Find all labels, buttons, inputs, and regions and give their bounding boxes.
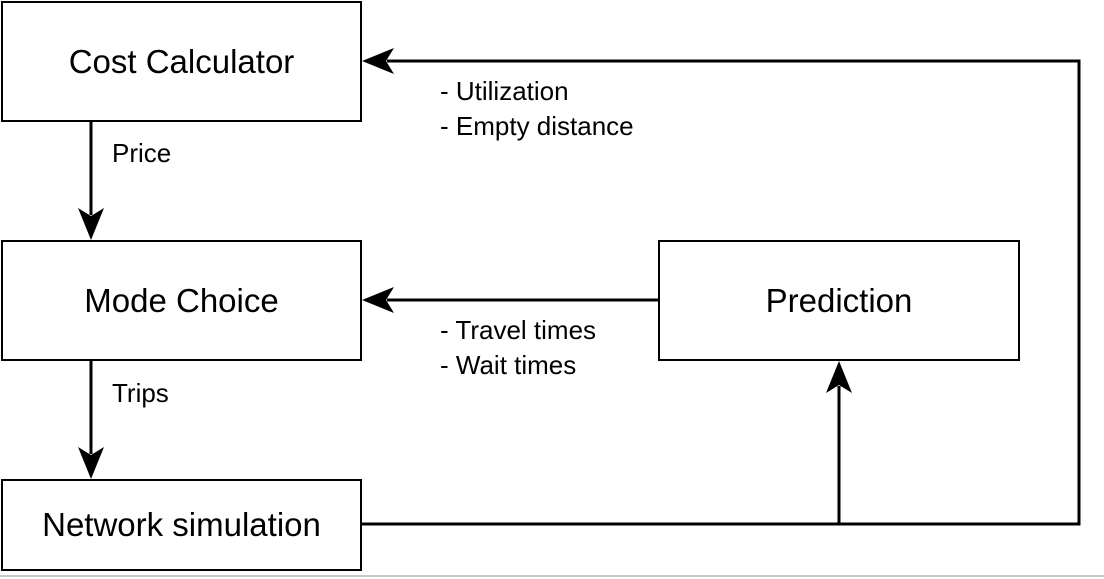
feedback-item-utilization: - Utilization	[440, 76, 569, 106]
edge-mode-to-network	[78, 361, 104, 479]
edge-network-to-cost	[362, 48, 1081, 526]
edge-cost-to-mode	[78, 122, 104, 240]
arrowhead-down-network	[78, 447, 104, 479]
prediction-label: Prediction	[765, 281, 913, 319]
edge-label-price: Price	[112, 138, 172, 168]
network-simulation-node: Network simulation	[1, 479, 362, 571]
feedback-item-travel-times: - Travel times	[440, 315, 597, 345]
network-simulation-label: Network simulation	[42, 506, 321, 543]
mode-choice-label: Mode Choice	[84, 281, 279, 319]
cost-calculator-node: Cost Calculator	[1, 1, 362, 122]
bottom-divider	[0, 575, 1104, 577]
edge-label-trips: Trips	[112, 378, 169, 408]
edge-label-mode-feedback: - Travel times - Wait times	[440, 313, 596, 383]
feedback-item-wait-times: - Wait times	[440, 350, 577, 380]
cost-calculator-label: Cost Calculator	[68, 42, 295, 80]
prediction-node: Prediction	[658, 240, 1020, 361]
edge-prediction-to-mode	[362, 287, 658, 313]
edge-network-to-prediction	[362, 361, 852, 526]
feedback-item-empty-distance: - Empty distance	[440, 111, 634, 141]
mode-choice-node: Mode Choice	[1, 240, 362, 361]
arrowhead-left-mode	[362, 287, 394, 313]
arrowhead-up-prediction	[826, 361, 852, 393]
arrowhead-left-cost	[362, 48, 394, 74]
edge-label-cost-feedback: - Utilization - Empty distance	[440, 74, 634, 144]
arrowhead-down-mode	[78, 208, 104, 240]
